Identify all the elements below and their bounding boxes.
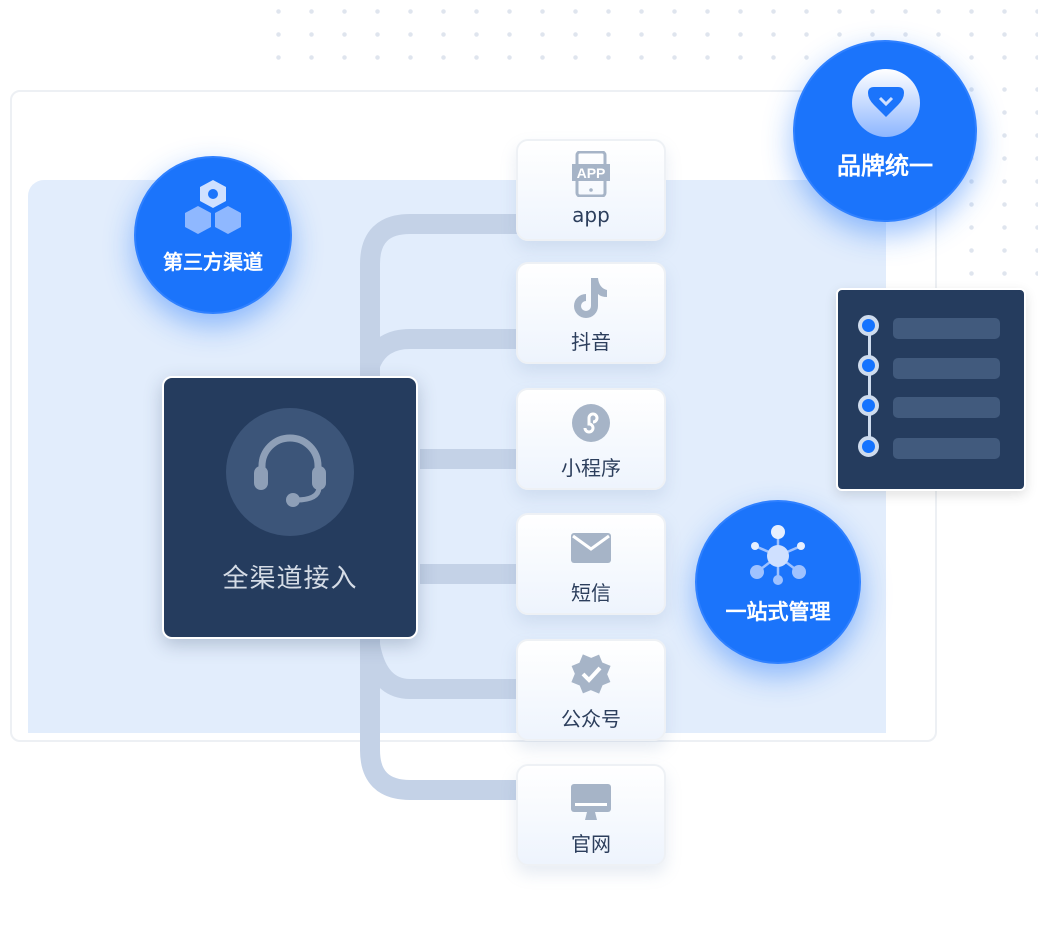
channel-card-official-account[interactable]: 公众号 (516, 639, 666, 741)
third-party-channel-badge: 第三方渠道 (134, 156, 292, 314)
brand-icon (852, 69, 920, 137)
placeholder-bar (893, 318, 1000, 339)
douyin-icon (571, 274, 611, 318)
brand-unify-badge: 品牌统一 (793, 40, 977, 222)
channel-label: 官网 (571, 832, 611, 856)
verified-badge-icon (571, 651, 611, 695)
brand-unify-label: 品牌统一 (837, 152, 933, 180)
placeholder-bar (893, 358, 1000, 379)
mini-program-icon (571, 400, 611, 444)
channel-card-app[interactable]: APP app (516, 139, 666, 241)
channel-label: 公众号 (561, 707, 621, 731)
channel-card-mini-program[interactable]: 小程序 (516, 388, 666, 490)
placeholder-bar (893, 438, 1000, 459)
timeline-node (858, 315, 879, 336)
envelope-icon (571, 525, 611, 569)
channel-card-website[interactable]: 官网 (516, 764, 666, 866)
monitor-icon (571, 776, 611, 820)
omnichannel-hub-card: 全渠道接入 (162, 376, 418, 639)
connector-official-account (360, 642, 520, 699)
svg-text:APP: APP (577, 165, 606, 181)
network-hub-icon (750, 525, 806, 585)
hexagon-cluster-icon (185, 180, 241, 234)
channel-label: app (572, 203, 610, 227)
one-stop-management-badge: 一站式管理 (695, 500, 861, 664)
third-party-label: 第三方渠道 (163, 250, 263, 274)
channel-card-douyin[interactable]: 抖音 (516, 262, 666, 364)
timeline-node (858, 436, 879, 457)
step-list-card (836, 288, 1026, 491)
channel-label: 抖音 (571, 330, 611, 354)
placeholder-bar (893, 397, 1000, 418)
timeline-node (858, 395, 879, 416)
channel-label: 短信 (571, 581, 611, 605)
connector-douyin (360, 329, 520, 370)
channel-card-sms[interactable]: 短信 (516, 513, 666, 615)
hub-title: 全渠道接入 (222, 564, 358, 594)
app-phone-icon: APP (571, 150, 611, 198)
timeline-line (868, 328, 871, 448)
one-stop-label: 一站式管理 (725, 600, 831, 624)
headset-icon (226, 408, 354, 536)
channel-label: 小程序 (561, 456, 621, 480)
timeline-node (858, 355, 879, 376)
